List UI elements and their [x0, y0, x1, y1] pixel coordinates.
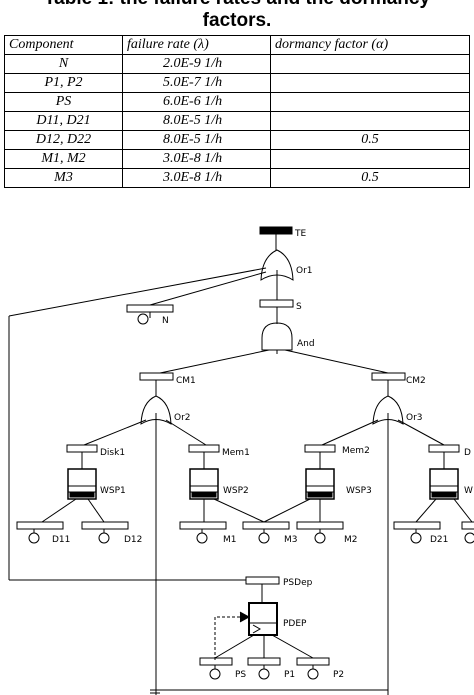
- gate-or1: Or1: [260, 249, 313, 300]
- label-s: S: [296, 302, 302, 312]
- node-te: TE: [259, 226, 306, 250]
- label-p2: P2: [333, 670, 344, 680]
- label-m2: M2: [344, 535, 358, 545]
- event-p1: P1: [247, 657, 295, 680]
- header-dormancy-factor: dormancy factor (α): [270, 35, 470, 55]
- label-mem1: Mem1: [222, 448, 250, 458]
- gate-and: And: [261, 322, 315, 354]
- label-pdep: PDEP: [283, 619, 307, 629]
- label-or2: Or2: [174, 413, 191, 423]
- label-mem2: Mem2: [342, 446, 370, 456]
- cell-component: M3: [4, 168, 123, 188]
- table-row: P1, P2 5.0E-7 1/h: [4, 73, 470, 93]
- event-ps: PS: [199, 657, 246, 680]
- label-wsp1: WSP1: [100, 486, 126, 496]
- event-d22-partial: [461, 521, 474, 544]
- table-row: D11, D21 8.0E-5 1/h: [4, 111, 470, 131]
- label-m1: M1: [223, 535, 237, 545]
- gate-or2: Or2: [140, 395, 191, 425]
- event-d21: D21: [393, 521, 448, 545]
- label-d11: D11: [52, 535, 70, 545]
- node-s: S: [259, 299, 302, 324]
- label-wsp4: W: [464, 486, 473, 496]
- label-wsp2: WSP2: [223, 486, 249, 496]
- label-and: And: [297, 339, 315, 349]
- table-row: M3 3.0E-8 1/h 0.5: [4, 168, 470, 188]
- gate-or3: Or3: [372, 395, 423, 425]
- event-d11: D11: [16, 521, 70, 545]
- gate-wsp3: WSP3: [305, 468, 372, 500]
- table-caption-line1: Table 1: the failure rates and the dorma…: [0, 0, 474, 10]
- event-m3: M3: [242, 521, 298, 545]
- cell-failure-rate: 8.0E-5 1/h: [122, 130, 271, 150]
- node-n: N: [126, 271, 267, 326]
- gate-pdep: PDEP: [248, 602, 307, 636]
- label-d21: D21: [430, 535, 448, 545]
- cell-component: M1, M2: [4, 149, 123, 169]
- event-p2: P2: [296, 657, 344, 680]
- label-n: N: [162, 316, 169, 326]
- event-m1: M1: [179, 521, 237, 545]
- label-disk1: Disk1: [100, 448, 125, 458]
- label-cm1: CM1: [176, 376, 196, 386]
- cell-dormancy-factor: 0.5: [270, 130, 470, 150]
- failure-rate-table: Component failure rate (λ) dormancy fact…: [4, 35, 470, 188]
- label-disk2: D: [464, 448, 471, 458]
- label-wsp3: WSP3: [346, 486, 372, 496]
- cell-dormancy-factor: 0.5: [270, 168, 470, 188]
- cell-component: D11, D21: [4, 111, 123, 131]
- table-header-row: Component failure rate (λ) dormancy fact…: [4, 35, 470, 55]
- label-ps: PS: [235, 670, 246, 680]
- table-row: N 2.0E-9 1/h: [4, 54, 470, 74]
- cell-failure-rate: 8.0E-5 1/h: [122, 111, 271, 131]
- node-disk1: Disk1: [66, 444, 125, 469]
- header-component: Component: [4, 35, 123, 55]
- label-m3: M3: [284, 535, 298, 545]
- node-psdep: PSDep: [245, 576, 313, 603]
- label-p1: P1: [284, 670, 295, 680]
- cell-failure-rate: 3.0E-8 1/h: [122, 168, 271, 188]
- table-caption-line2: factors.: [202, 10, 272, 31]
- node-mem1: Mem1: [188, 444, 250, 469]
- label-d12: D12: [124, 535, 142, 545]
- event-d12: D12: [81, 521, 142, 545]
- label-or1: Or1: [296, 266, 313, 276]
- node-cm2: CM2: [371, 372, 426, 396]
- node-mem2: Mem2: [304, 444, 370, 469]
- node-cm1: CM1: [139, 372, 196, 396]
- header-failure-rate: failure rate (λ): [122, 35, 271, 55]
- label-or3: Or3: [406, 413, 423, 423]
- cell-component: P1, P2: [4, 73, 123, 93]
- table-row: D12, D22 8.0E-5 1/h 0.5: [4, 130, 470, 150]
- gate-wsp4: W: [429, 468, 473, 500]
- gate-wsp1: WSP1: [67, 468, 126, 500]
- label-cm2: CM2: [406, 376, 426, 386]
- event-m2: M2: [296, 521, 358, 545]
- node-disk2: D: [428, 444, 471, 469]
- label-te: TE: [294, 229, 306, 239]
- label-psdep: PSDep: [283, 578, 313, 588]
- gate-wsp2: WSP2: [189, 468, 249, 500]
